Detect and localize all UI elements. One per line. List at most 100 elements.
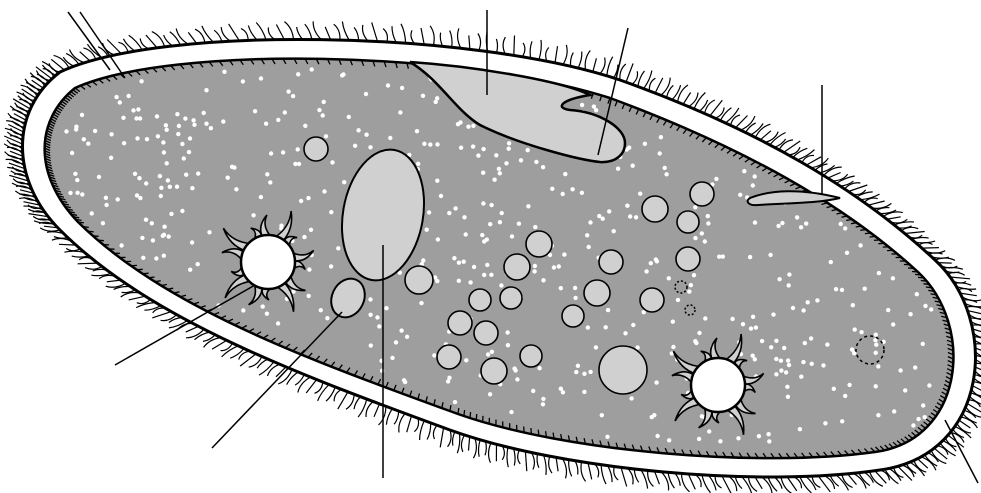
granule — [466, 125, 470, 129]
granule — [623, 331, 627, 335]
granule — [164, 123, 168, 127]
granule — [631, 164, 635, 168]
granule — [915, 292, 919, 296]
cilium — [649, 78, 655, 91]
granule — [573, 296, 577, 300]
cilium — [176, 29, 188, 45]
granule — [480, 233, 484, 237]
cilium — [164, 35, 173, 46]
granule — [119, 243, 123, 247]
granule — [64, 129, 68, 133]
granule — [122, 141, 126, 145]
granule — [321, 113, 325, 117]
granule — [436, 237, 440, 241]
granule — [742, 169, 746, 173]
granule — [435, 179, 439, 183]
granule — [167, 234, 171, 238]
granule — [453, 206, 457, 210]
granule — [459, 146, 463, 150]
cilium — [661, 472, 668, 491]
granule — [644, 269, 648, 273]
granule — [291, 94, 295, 98]
granule — [693, 339, 697, 343]
granule — [319, 308, 323, 312]
trichocyst — [464, 410, 465, 416]
granule — [754, 325, 758, 329]
granule — [364, 133, 368, 137]
cilium — [894, 222, 914, 225]
granule — [580, 191, 584, 195]
granule — [638, 192, 642, 196]
granule — [625, 204, 629, 208]
granule — [840, 419, 844, 423]
granule — [780, 221, 784, 225]
cilium — [496, 39, 497, 53]
granule — [468, 280, 472, 284]
granule — [891, 322, 895, 326]
granule — [80, 113, 84, 117]
cilium — [828, 173, 841, 179]
food-vacuole — [437, 345, 461, 369]
trichocyst — [155, 281, 161, 282]
granule — [427, 210, 431, 214]
granule — [481, 171, 485, 175]
cilium — [556, 457, 558, 471]
cilium — [214, 30, 222, 42]
cilium — [614, 467, 618, 481]
vacuole-body — [241, 235, 295, 289]
granule — [606, 308, 610, 312]
granule — [874, 384, 878, 388]
granule — [721, 254, 725, 258]
cilium — [354, 397, 361, 410]
cilium — [620, 64, 626, 80]
granule — [576, 364, 580, 368]
food-vacuole — [584, 280, 610, 306]
trichocyst — [874, 240, 880, 241]
cilium — [186, 326, 199, 332]
granule — [574, 370, 578, 374]
granule — [519, 158, 523, 162]
granule — [109, 132, 113, 136]
granule — [561, 192, 565, 196]
granule — [585, 233, 589, 237]
cilium — [362, 25, 368, 41]
cilium — [256, 23, 266, 40]
granule — [738, 193, 742, 197]
granule — [588, 220, 592, 224]
granule — [425, 228, 429, 232]
granule — [588, 370, 592, 374]
granule — [116, 197, 120, 201]
trichocyst — [921, 281, 927, 282]
trichocyst — [926, 287, 932, 288]
trichocyst — [538, 430, 539, 436]
granule — [858, 243, 862, 247]
cilium — [641, 470, 648, 489]
cilium — [440, 428, 443, 448]
cilium — [458, 28, 461, 48]
granule — [786, 358, 790, 362]
cilium — [315, 382, 323, 393]
granule — [541, 402, 545, 406]
cilium — [248, 26, 257, 41]
granule — [158, 174, 162, 178]
cilium — [621, 467, 627, 486]
granule — [594, 345, 598, 349]
granule — [821, 363, 825, 367]
cilium — [655, 78, 663, 93]
granule — [221, 119, 225, 123]
granule — [177, 124, 181, 128]
food-vacuole — [599, 250, 623, 274]
cilium — [883, 212, 903, 217]
granule — [482, 273, 486, 277]
granule — [785, 385, 789, 389]
granule — [180, 209, 184, 213]
granule — [165, 161, 169, 165]
granule — [658, 151, 662, 155]
granule — [405, 335, 409, 339]
granule — [506, 343, 510, 347]
granule — [264, 122, 268, 126]
trichocyst — [928, 290, 934, 291]
granule — [222, 70, 226, 74]
cilium — [306, 380, 316, 393]
